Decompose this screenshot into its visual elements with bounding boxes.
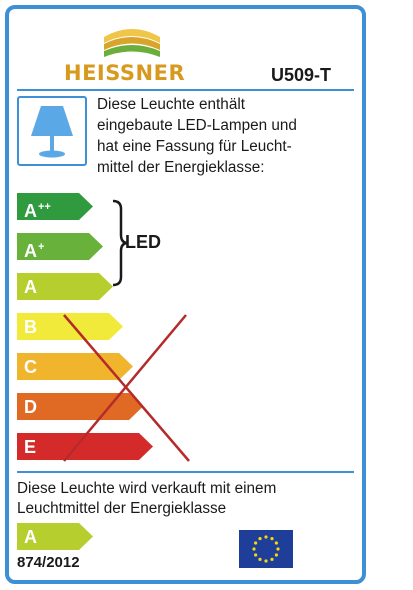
eu-star [254, 541, 258, 545]
eu-flag-icon [239, 530, 293, 568]
energy-class-letter: A++ [24, 201, 51, 221]
energy-class-letter: D [24, 397, 37, 417]
logo-arcs-icon [104, 29, 160, 57]
heissner-logo: HEISSNER [64, 23, 200, 93]
energy-class-letter: A [24, 277, 37, 297]
energy-class-letter: A+ [24, 241, 45, 261]
energy-class-plus: ++ [38, 201, 51, 213]
eu-star [274, 553, 278, 557]
sold-class-arrow: A [17, 523, 93, 550]
excluded-classes-cross-icon [63, 314, 190, 462]
top-divider [17, 89, 354, 91]
energy-class-arrow: D [17, 393, 143, 420]
eu-star [276, 547, 280, 551]
eu-star [274, 541, 278, 545]
eu-star [264, 535, 268, 539]
eu-star [258, 557, 262, 561]
eu-star [270, 557, 274, 561]
energy-class-letter: B [24, 317, 37, 337]
sold-with-text: Diese Leuchte wird verkauft mit einem Le… [17, 480, 277, 517]
energy-class-plus: + [38, 241, 45, 253]
energy-label: HEISSNER U509-T Diese Leuchte enthält ei… [5, 5, 366, 584]
description-text: Diese Leuchte enthält eingebaute LED-Lam… [97, 96, 297, 176]
energy-class-arrow: A++ [17, 193, 93, 221]
eu-star [254, 553, 258, 557]
model-number: U509-T [271, 65, 332, 85]
energy-class-arrow: A [17, 273, 113, 300]
curly-brace-icon [112, 199, 129, 287]
energy-class-letter: C [24, 357, 37, 377]
table-lamp-icon [31, 106, 73, 158]
energy-class-arrow: B [17, 313, 123, 340]
energy-class-arrow: A+ [17, 233, 103, 261]
led-label: LED [125, 232, 161, 252]
brand-name: HEISSNER [64, 61, 186, 85]
energy-class-arrow: C [17, 353, 133, 380]
eu-star [258, 537, 262, 541]
eu-star [270, 537, 274, 541]
energy-class-letter: E [24, 437, 37, 457]
regulation-number: 874/2012 [17, 554, 80, 571]
lamp-icon-box [17, 96, 87, 166]
energy-class-arrow: E [17, 433, 153, 460]
bottom-divider [17, 471, 354, 473]
eu-star [252, 547, 256, 551]
eu-star [264, 559, 268, 563]
sold-class-letter: A [24, 527, 37, 547]
